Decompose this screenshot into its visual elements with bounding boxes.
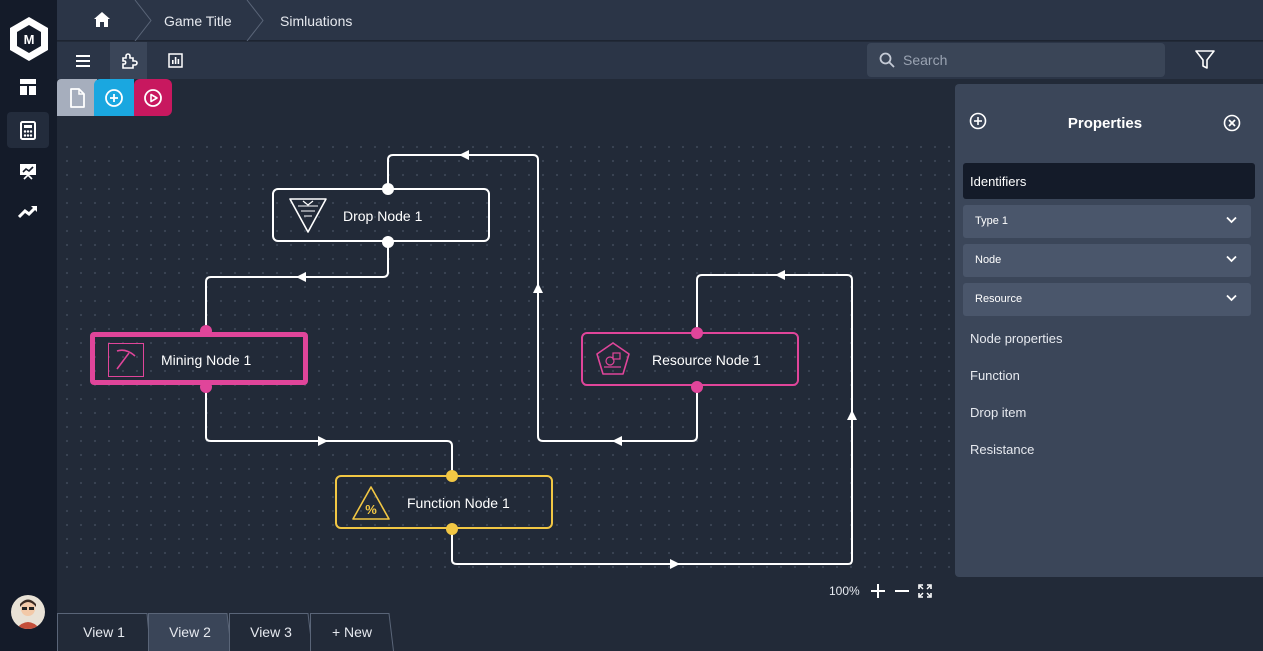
resistance-section[interactable]: Resistance: [970, 442, 1035, 457]
node-properties-section[interactable]: Node properties: [970, 331, 1063, 346]
new-document-button[interactable]: [57, 79, 97, 116]
properties-panel: Properties Identifiers Type 1 Node Resou…: [955, 84, 1263, 577]
zoom-in-button[interactable]: [869, 582, 887, 600]
play-simulation-button[interactable]: [134, 79, 172, 116]
breadcrumb-game-title[interactable]: Game Title: [164, 13, 232, 29]
puzzle-icon: [121, 52, 138, 69]
fullscreen-icon: [918, 584, 932, 598]
mining-node-label: Mining Node 1: [161, 352, 252, 368]
plus-icon: [871, 584, 885, 598]
zoom-out-button[interactable]: [893, 582, 911, 600]
toolbar: [57, 42, 1263, 79]
document-icon: [70, 87, 85, 108]
svg-text:%: %: [365, 502, 377, 517]
tab-label: View 2: [169, 624, 211, 640]
presentation-icon: [20, 164, 36, 180]
mining-icon-frame: [108, 343, 144, 377]
chevron-down-icon: [1226, 255, 1237, 263]
play-circle-icon: [144, 88, 162, 107]
home-icon[interactable]: [93, 11, 111, 28]
search-input[interactable]: [903, 43, 1153, 77]
breadcrumb-separator: [134, 0, 152, 41]
properties-title: Properties: [1067, 115, 1143, 132]
tab-new-view[interactable]: + New: [310, 613, 394, 651]
node-editor-button[interactable]: [110, 42, 147, 79]
drop-node[interactable]: Drop Node 1: [272, 188, 490, 242]
resource-node-label: Resource Node 1: [652, 352, 761, 368]
tab-view-1[interactable]: View 1: [57, 613, 151, 651]
trend-icon: [18, 205, 38, 219]
chart-icon: [168, 53, 183, 68]
search-box: [867, 43, 1165, 77]
dashboard-nav-button[interactable]: [7, 69, 49, 105]
node-dropdown[interactable]: Node: [963, 244, 1251, 277]
fit-screen-button[interactable]: [916, 582, 934, 600]
filter-icon[interactable]: [1195, 50, 1215, 70]
zoom-level: 100%: [829, 584, 860, 598]
drop-funnel-icon: [289, 198, 327, 233]
function-node[interactable]: % Function Node 1: [335, 475, 553, 529]
resource-gem-icon: [596, 342, 630, 375]
plus-circle-icon: [105, 88, 123, 107]
pickaxe-icon: [116, 349, 136, 370]
breadcrumb-simulations[interactable]: Simluations: [280, 13, 353, 29]
drop-item-section[interactable]: Drop item: [970, 405, 1027, 420]
percent-function-icon: %: [352, 486, 390, 520]
dashboard-icon: [20, 79, 36, 95]
identifiers-section[interactable]: Identifiers: [963, 163, 1255, 199]
mining-node[interactable]: Mining Node 1: [90, 332, 308, 385]
breadcrumb-separator: [246, 0, 264, 41]
chart-view-button[interactable]: [157, 42, 194, 79]
dropdown-value: Resource: [975, 293, 1023, 305]
user-avatar[interactable]: [11, 595, 45, 629]
breadcrumb: Game Title Simluations: [57, 0, 1263, 41]
dropdown-value: Type 1: [975, 215, 1009, 227]
list-view-button[interactable]: [64, 42, 101, 79]
left-rail: M: [0, 0, 57, 651]
svg-text:M: M: [24, 32, 35, 47]
app-logo[interactable]: M: [8, 16, 50, 62]
presentation-nav-button[interactable]: [7, 153, 49, 189]
calculator-icon: [20, 120, 36, 140]
close-circle-icon[interactable]: [1223, 114, 1241, 132]
list-icon: [75, 54, 90, 67]
plus-circle-icon[interactable]: [969, 112, 987, 130]
minus-icon: [895, 590, 909, 592]
chevron-down-icon: [1226, 216, 1237, 224]
search-icon: [879, 52, 895, 68]
add-node-button[interactable]: [94, 79, 134, 116]
dropdown-value: Node: [975, 254, 1002, 266]
function-section[interactable]: Function: [970, 368, 1020, 383]
resource-node[interactable]: Resource Node 1: [581, 332, 799, 386]
tab-label: View 1: [83, 624, 125, 640]
calculator-nav-button[interactable]: [7, 112, 49, 148]
tab-label: + New: [331, 624, 373, 640]
resource-dropdown[interactable]: Resource: [963, 283, 1251, 316]
tab-view-2[interactable]: View 2: [148, 613, 232, 651]
function-node-label: Function Node 1: [407, 495, 510, 511]
tab-view-3[interactable]: View 3: [229, 613, 313, 651]
tab-label: View 3: [250, 624, 292, 640]
trend-nav-button[interactable]: [7, 194, 49, 230]
drop-node-label: Drop Node 1: [343, 208, 423, 224]
type-dropdown[interactable]: Type 1: [963, 205, 1251, 238]
chevron-down-icon: [1226, 294, 1237, 302]
